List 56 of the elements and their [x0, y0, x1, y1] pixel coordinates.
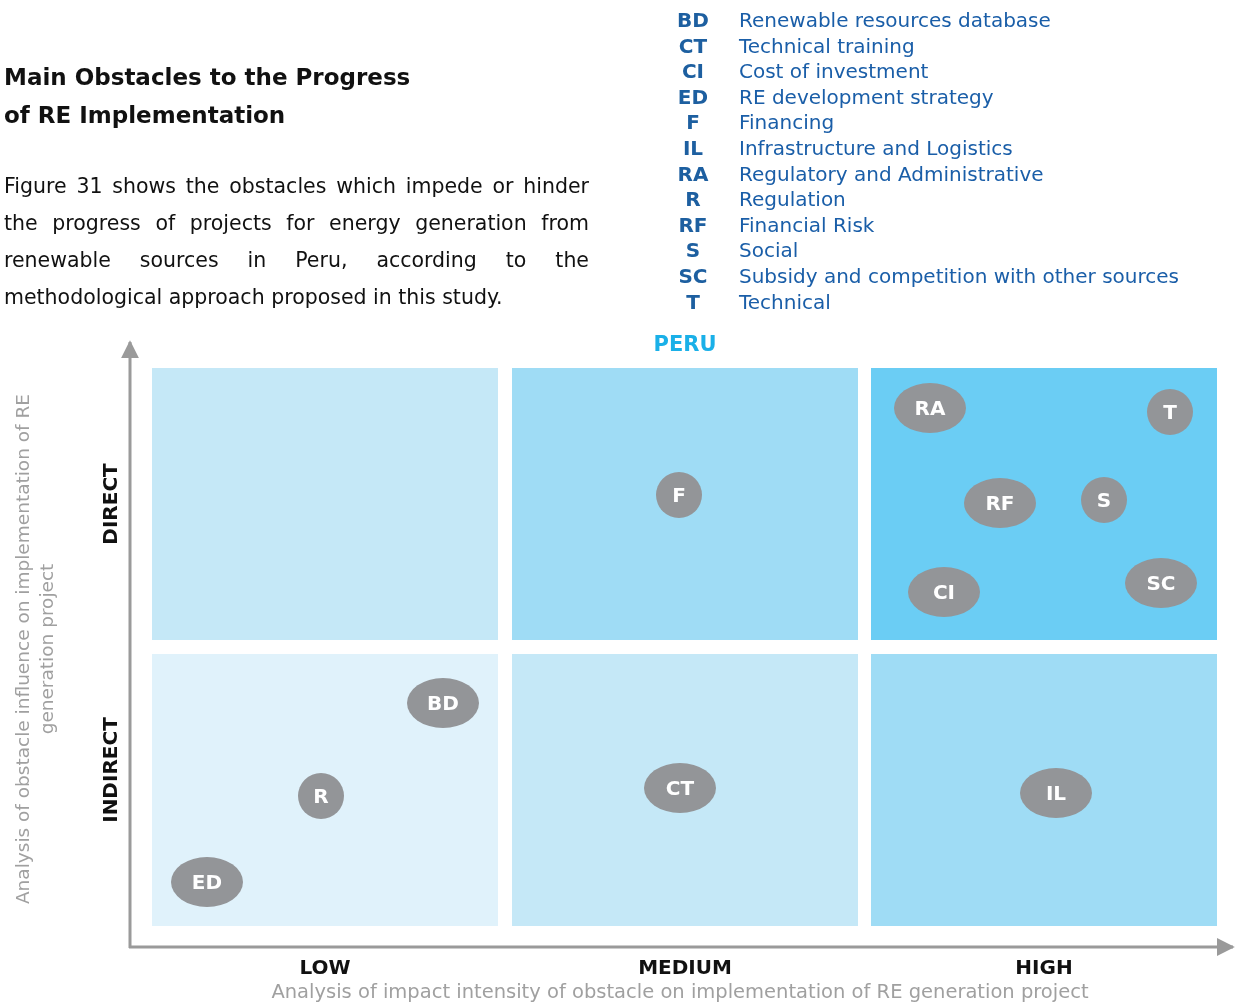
obstacle-code: IL	[1045, 781, 1067, 805]
obstacle-circle	[656, 472, 702, 518]
legend-description: Technical training	[739, 33, 915, 59]
legend-description: Renewable resources database	[739, 8, 1051, 33]
legend-description: Technical	[739, 289, 831, 315]
column-label: HIGH	[1014, 955, 1074, 979]
legend-description: Cost of investment	[739, 59, 929, 85]
row-label: INDIRECT	[97, 716, 123, 825]
x-axis-title: Analysis of impact intensity of obstacle on implementation of RE generation project	[270, 980, 1090, 1003]
legend-description: RE development strategy	[739, 84, 994, 110]
heading: Main Obstacles to the Progress of RE Implementation	[4, 63, 412, 130]
obstacle-code: CT	[665, 776, 695, 800]
obstacle-circle	[1147, 389, 1193, 435]
obstacle-code: ED	[191, 870, 223, 894]
legend-code: SC	[677, 264, 709, 289]
chart-title: PERU	[652, 332, 718, 356]
legend-code: S	[684, 238, 702, 264]
obstacle-code: RA	[914, 396, 946, 420]
obstacle-code: R	[313, 784, 329, 808]
legend-description: Regulatory and Administrative	[739, 161, 1044, 187]
legend-code: BD	[676, 8, 710, 33]
obstacle-code: BD	[427, 691, 459, 715]
body-paragraph: Figure 31 shows the obstacles which impede or hinder the progress of projects for energy generation from renewable sources in Peru, according to the methodological approach proposed in this study.	[4, 173, 589, 311]
legend-code: CI	[680, 59, 706, 85]
legend-description: Financial Risk	[739, 212, 875, 238]
legend-code: T	[685, 289, 701, 315]
legend-description: Subsidy and competition with other sources	[739, 264, 1179, 289]
obstacle-code: SC	[1146, 571, 1176, 595]
obstacle-code: T	[1163, 400, 1177, 424]
matrix-cell	[871, 654, 1217, 926]
legend-description: Financing	[739, 110, 835, 136]
obstacle-circle	[298, 773, 344, 819]
matrix-cell	[512, 654, 858, 926]
column-label: MEDIUM	[637, 955, 733, 979]
obstacle-code: S	[1096, 488, 1112, 512]
legend-code: RF	[677, 212, 709, 238]
row-label: DIRECT	[97, 462, 123, 547]
legend-code: CT	[677, 33, 709, 59]
legend-code: IL	[681, 136, 705, 161]
matrix-cell	[871, 368, 1217, 640]
legend-code: ED	[676, 84, 710, 110]
obstacle-code: RF	[985, 491, 1015, 515]
matrix-cell	[152, 368, 498, 640]
legend-code: F	[685, 110, 701, 136]
legend-code: R	[684, 187, 702, 213]
legend-description: Social	[739, 238, 799, 264]
legend-code: RA	[676, 161, 710, 187]
obstacle-code: F	[672, 483, 686, 507]
matrix-cell	[152, 654, 498, 926]
obstacle-code: CI	[932, 580, 956, 604]
obstacle-circle	[1081, 477, 1127, 523]
matrix-cell	[512, 368, 858, 640]
y-axis-title: Analysis of obstacle influence on implementation of RE generation project	[11, 392, 58, 907]
legend-description: Infrastructure and Logistics	[739, 136, 1013, 161]
column-label: LOW	[298, 955, 352, 979]
legend-description: Regulation	[739, 187, 846, 213]
